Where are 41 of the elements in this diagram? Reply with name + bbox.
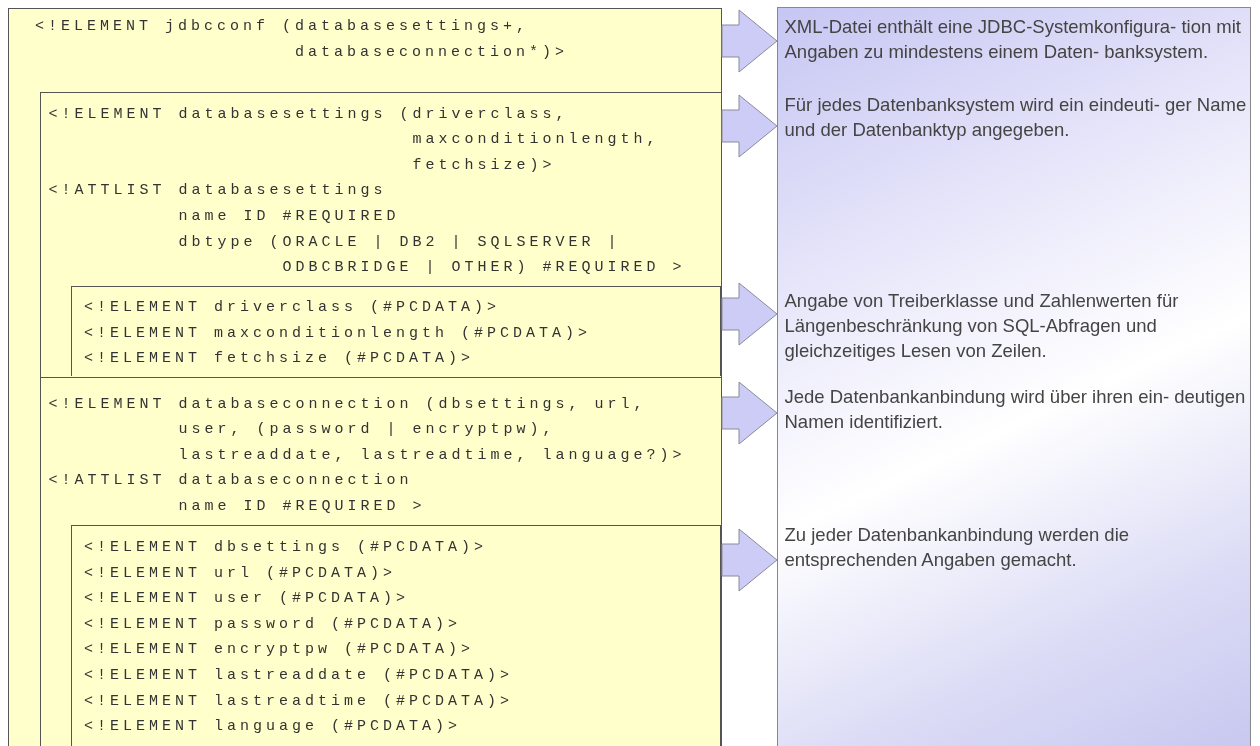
code-box	[71, 525, 721, 746]
code-line: <!ATTLIST databaseconnection	[48, 471, 413, 492]
code-line: ODBCBRIDGE | OTHER) #REQUIRED >	[282, 258, 686, 279]
code-line: fetchsize)>	[412, 155, 556, 176]
code-line: <!ELEMENT lastreaddate (#PCDATA)>	[84, 666, 514, 686]
code-line: name ID #REQUIRED >	[178, 496, 426, 517]
code-box	[71, 286, 721, 376]
code-line: name ID #REQUIRED	[178, 206, 400, 227]
description-text: Zu jeder Datenbankanbindung werden die entsprechenden Angaben gemacht.	[776, 521, 1251, 572]
code-box	[39, 91, 722, 377]
block-arrow	[721, 528, 778, 592]
code-line: databaseconnection*)>	[295, 42, 569, 63]
code-line: <!ELEMENT lastreadtime (#PCDATA)>	[84, 691, 514, 712]
code-line: <!ELEMENT user (#PCDATA)>	[84, 589, 410, 610]
code-line: <!ELEMENT password (#PCDATA)>	[84, 614, 462, 635]
code-line: <!ELEMENT language (#PCDATA)>	[84, 717, 462, 738]
block-arrow	[721, 94, 778, 158]
description-text: XML-Datei enthält eine JDBC-Systemkonfigura- tion mit Angaben zu mindestens einem Daten- banksystem.	[776, 13, 1251, 64]
code-line: <!ELEMENT maxconditionlength (#PCDATA)>	[84, 323, 592, 344]
code-line: dbtype (ORACLE | DB2 | SQLSERVER |	[178, 232, 621, 253]
code-line: <!ELEMENT url (#PCDATA)>	[84, 563, 397, 584]
code-line: <!ELEMENT encryptpw (#PCDATA)>	[84, 640, 475, 661]
description-text: Angabe von Treiberklasse und Zahlenwerten für Längenbeschränkung von SQL-Abfragen und gleichzeitiges Lesen von Zeilen.	[776, 287, 1251, 363]
description-text: Jede Datenbankanbindung wird über ihren ein- deutigen Namen identifiziert.	[776, 383, 1251, 434]
description-text: Für jedes Datenbanksystem wird ein eindeuti- ger Name und der Datenbanktyp angegeben.	[776, 91, 1251, 142]
code-line: <!ATTLIST databasesettings	[48, 181, 387, 202]
code-line: <!ELEMENT dbsettings (#PCDATA)>	[84, 538, 488, 558]
description-panel	[777, 7, 1251, 746]
code-line: <!ELEMENT driverclass (#PCDATA)>	[84, 298, 501, 318]
code-line: <!ELEMENT jdbcconf (databasesettings+,	[35, 17, 530, 37]
block-arrow	[721, 282, 778, 346]
code-box	[8, 8, 722, 746]
code-line: maxconditionlength,	[412, 130, 660, 151]
code-line: user, (password | encryptpw),	[178, 420, 556, 441]
code-line: <!ELEMENT fetchsize (#PCDATA)>	[84, 349, 475, 370]
block-arrow	[721, 381, 778, 445]
code-line: <!ELEMENT databasesettings (driverclass,	[48, 104, 569, 125]
block-arrow	[721, 9, 778, 73]
code-line: lastreaddate, lastreadtime, language?)>	[178, 445, 686, 466]
code-line: <!ELEMENT databaseconnection (dbsettings, url,	[48, 394, 647, 415]
code-box	[39, 376, 722, 746]
